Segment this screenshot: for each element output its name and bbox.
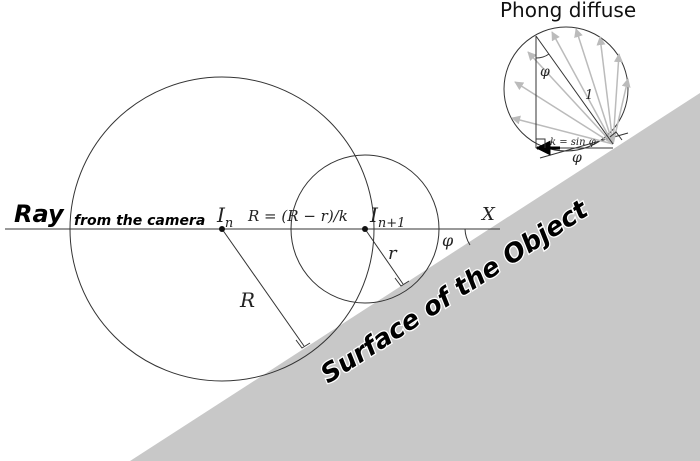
phong-angle-arc-top bbox=[535, 53, 550, 59]
radius-small bbox=[364, 228, 404, 285]
radius-big bbox=[221, 228, 305, 347]
ray-label: Ray bbox=[14, 200, 65, 228]
phong-right-angle-1 bbox=[536, 138, 546, 148]
label-r: r bbox=[388, 243, 398, 264]
phong-label-phi-bottom: φ bbox=[572, 150, 582, 166]
phong-label-k: k = sin φ bbox=[550, 137, 596, 148]
label-phi-main: φ bbox=[442, 231, 454, 250]
label-R: R bbox=[239, 288, 255, 312]
phong-reflection-arrows bbox=[511, 28, 631, 145]
sphere-big bbox=[69, 76, 375, 382]
angle-arc-phi bbox=[464, 228, 471, 246]
phong-right-angle-2 bbox=[609, 131, 623, 141]
label-In: In bbox=[216, 203, 233, 231]
object-surface bbox=[130, 93, 700, 461]
label-In1: In+1 bbox=[369, 203, 405, 231]
sphere-small bbox=[290, 154, 440, 304]
label-X: X bbox=[480, 204, 496, 225]
right-angle-big bbox=[295, 339, 311, 349]
point-In bbox=[219, 226, 225, 232]
label-formula: R = (R − r)/k bbox=[247, 207, 348, 225]
right-angle-small bbox=[394, 277, 410, 287]
phong-label-phi-top: φ bbox=[540, 64, 550, 80]
point-In1 bbox=[362, 226, 368, 232]
phong-label-one: 1 bbox=[585, 88, 593, 103]
phong-title: Phong diffuse bbox=[500, 0, 636, 22]
ray-sublabel: from the camera bbox=[74, 213, 205, 229]
